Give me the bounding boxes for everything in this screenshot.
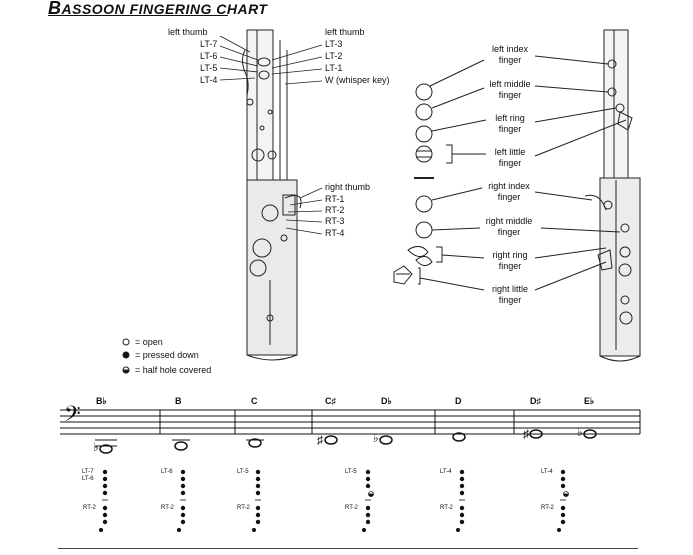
label-rt4: RT-4 — [325, 228, 345, 238]
chart-title: BASSOON FINGERING CHART — [48, 0, 268, 18]
label-rt3: RT-3 — [325, 216, 345, 226]
key-label: RT-2 — [83, 505, 96, 511]
sharp-accidental: ♯ — [523, 427, 529, 441]
note-name: D♯ — [530, 396, 541, 406]
label-left-thumb: left thumb — [168, 27, 208, 37]
label-lt3: LT-3 — [325, 39, 343, 49]
label-lt7: LT-7 — [200, 39, 218, 49]
note-name: C♯ — [325, 396, 336, 406]
note-name: D — [455, 396, 462, 406]
legend-half-hole: = half hole covered — [135, 365, 212, 375]
key-label: RT-2 — [161, 505, 174, 511]
label-lt6: LT-6 — [200, 51, 218, 61]
flat-accidental: ♭ — [373, 431, 379, 445]
label-lt4: LT-4 — [200, 75, 218, 85]
key-label: LT-4 — [440, 469, 452, 475]
label-lt1: LT-1 — [325, 63, 343, 73]
key-label: RT-2 — [345, 505, 358, 511]
sharp-accidental: ♯ — [317, 433, 323, 447]
flat-accidental: ♭ — [93, 440, 99, 454]
legend-pressed: = pressed down — [135, 350, 199, 360]
label-rt2: RT-2 — [325, 205, 345, 215]
flat-accidental: ♭ — [577, 425, 583, 439]
label-rt1: RT-1 — [325, 194, 345, 204]
note-name: E♭ — [584, 396, 595, 406]
key-label: RT-2 — [541, 505, 554, 511]
key-label: RT-2 — [237, 505, 250, 511]
key-label: RT-2 — [440, 505, 453, 511]
key-label: LT-5 — [237, 469, 249, 475]
note-name: B — [175, 396, 182, 406]
key-label: LT-5 — [345, 469, 357, 475]
key-label: LT-6 — [161, 469, 173, 475]
key-label: LT-4 — [541, 469, 553, 475]
note-name: C — [251, 396, 258, 406]
label-whisper-key: W (whisper key) — [325, 75, 390, 85]
label-lt5: LT-5 — [200, 63, 218, 73]
bottom-divider — [58, 548, 638, 549]
label-lt2: LT-2 — [325, 51, 343, 61]
note-name: B♭ — [96, 396, 107, 406]
title-underline — [48, 15, 228, 16]
legend-open: = open — [135, 337, 163, 347]
label-left-thumb-right: left thumb — [325, 27, 365, 37]
note-name: D♭ — [381, 396, 392, 406]
label-right-thumb: right thumb — [325, 182, 371, 192]
bass-clef-icon: 𝄢 — [64, 402, 81, 432]
